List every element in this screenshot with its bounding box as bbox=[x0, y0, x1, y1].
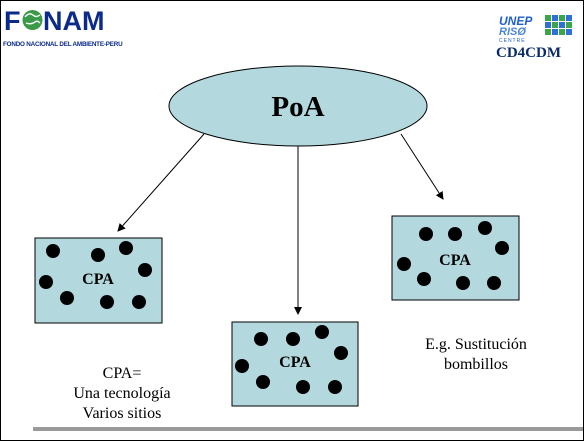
cpa-label-center: CPA bbox=[279, 354, 311, 371]
site-dot bbox=[328, 380, 342, 394]
site-dot bbox=[132, 295, 146, 309]
site-dot bbox=[235, 359, 249, 373]
caption-left-line-3: Varios sitios bbox=[82, 405, 162, 422]
caption-left-line-1: CPA= bbox=[102, 365, 142, 382]
caption-left-line-2: Una tecnología bbox=[73, 385, 171, 402]
edge-poa-cpa-left bbox=[117, 133, 205, 232]
cpa-box-right: CPA bbox=[391, 215, 520, 301]
cpa-box-left: CPA bbox=[34, 237, 163, 324]
site-dot bbox=[487, 276, 501, 290]
poa-label: PoA bbox=[271, 91, 324, 123]
cpa-label-left: CPA bbox=[82, 271, 114, 288]
fonam-wordmark: F NAM bbox=[4, 6, 105, 36]
site-dot bbox=[91, 248, 105, 262]
site-dot bbox=[256, 375, 270, 389]
riso-label: RISØ bbox=[499, 26, 526, 38]
fonam-letter-f: F bbox=[4, 6, 21, 36]
site-dot bbox=[419, 227, 433, 241]
fonam-letters-nam: NAM bbox=[43, 6, 105, 36]
site-dot bbox=[315, 325, 329, 339]
site-dot bbox=[46, 244, 60, 258]
site-dot bbox=[60, 291, 74, 305]
cpa-box-center: CPA bbox=[231, 321, 359, 407]
bottom-rule bbox=[33, 427, 583, 431]
site-dot bbox=[119, 241, 133, 255]
cpa-label-right: CPA bbox=[439, 252, 471, 269]
site-dot bbox=[495, 241, 509, 255]
site-dot bbox=[448, 227, 462, 241]
cd4cdm-logo: UNEP RISØ CENTRE CD4CDM bbox=[496, 11, 580, 63]
edge-poa-cpa-right bbox=[400, 133, 444, 200]
unep-grid-icon bbox=[545, 15, 572, 35]
site-dot bbox=[254, 332, 268, 346]
centre-label: CENTRE bbox=[499, 38, 526, 44]
site-dot bbox=[334, 346, 348, 360]
site-dot bbox=[39, 275, 53, 289]
site-dot bbox=[296, 380, 310, 394]
fonam-subtitle: FONDO NACIONAL DEL AMBIENTE-PERU bbox=[3, 41, 123, 48]
cd4cdm-label: CD4CDM bbox=[496, 45, 561, 61]
site-dot bbox=[138, 263, 152, 277]
site-dot bbox=[100, 295, 114, 309]
fonam-logo: F NAM FONDO NACIONAL DEL AMBIENTE-PERU bbox=[3, 3, 123, 65]
site-dot bbox=[417, 272, 431, 286]
site-dot bbox=[478, 221, 492, 235]
poa-node bbox=[168, 65, 428, 147]
caption-right: E.g. Sustitución bombillos bbox=[411, 335, 541, 375]
caption-right-line-2: bombillos bbox=[443, 356, 508, 373]
site-dot bbox=[456, 276, 470, 290]
caption-right-line-1: E.g. Sustitución bbox=[425, 336, 527, 353]
site-dot bbox=[397, 257, 411, 271]
caption-left: CPA= Una tecnología Varios sitios bbox=[63, 364, 181, 424]
site-dot bbox=[286, 332, 300, 346]
unep-label: UNEP bbox=[499, 14, 533, 28]
